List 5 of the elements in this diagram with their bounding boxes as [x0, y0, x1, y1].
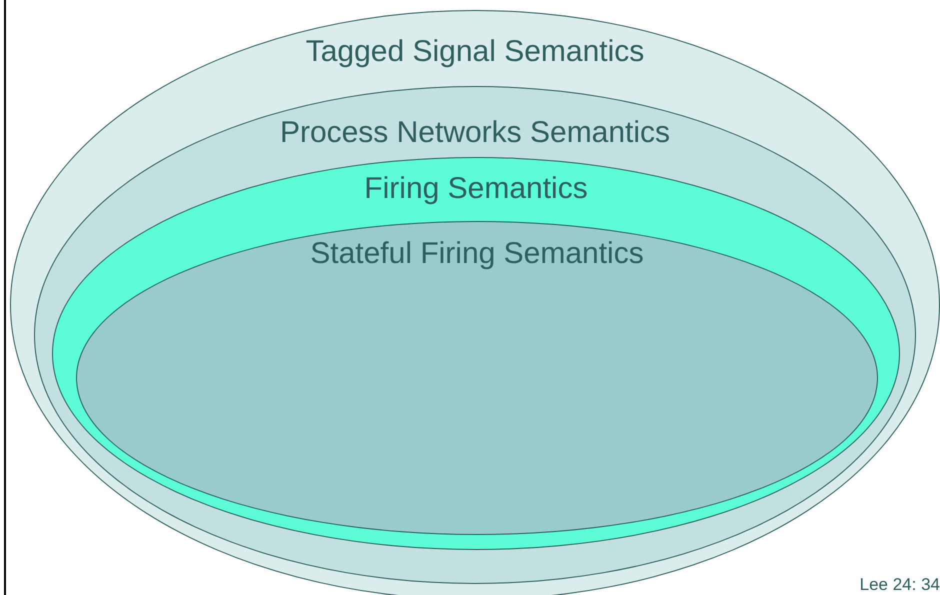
set-title: Tagged Signal Semantics [304, 35, 646, 69]
set-title: Firing Semantics [363, 172, 589, 206]
set-title: Process Networks Semantics [278, 116, 672, 150]
set-title: Stateful Firing Semantics [309, 237, 645, 271]
slide-number: Lee 24: 34 [860, 575, 940, 595]
